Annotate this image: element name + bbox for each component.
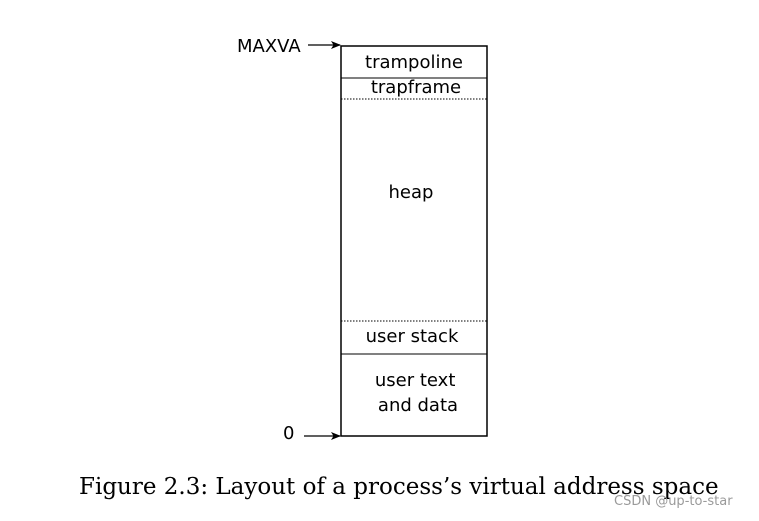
maxva-marker-label: MAXVA — [237, 36, 301, 57]
region-heap-label: heap — [389, 182, 434, 203]
address-space-box — [340, 45, 488, 437]
region-user-text-line-1: user text — [375, 370, 456, 391]
region-trapframe-label: trapframe — [371, 77, 461, 98]
watermark: CSDN @up-to-star — [614, 494, 733, 509]
zero-marker-label: 0 — [283, 423, 294, 444]
region-user-text-label: user text and data — [375, 370, 461, 416]
region-user-text-line-2: and data — [378, 395, 458, 416]
region-trampoline-label: trampoline — [365, 52, 463, 73]
figure-caption: Figure 2.3: Layout of a process’s virtua… — [79, 474, 719, 500]
region-user-stack-label: user stack — [366, 326, 459, 347]
